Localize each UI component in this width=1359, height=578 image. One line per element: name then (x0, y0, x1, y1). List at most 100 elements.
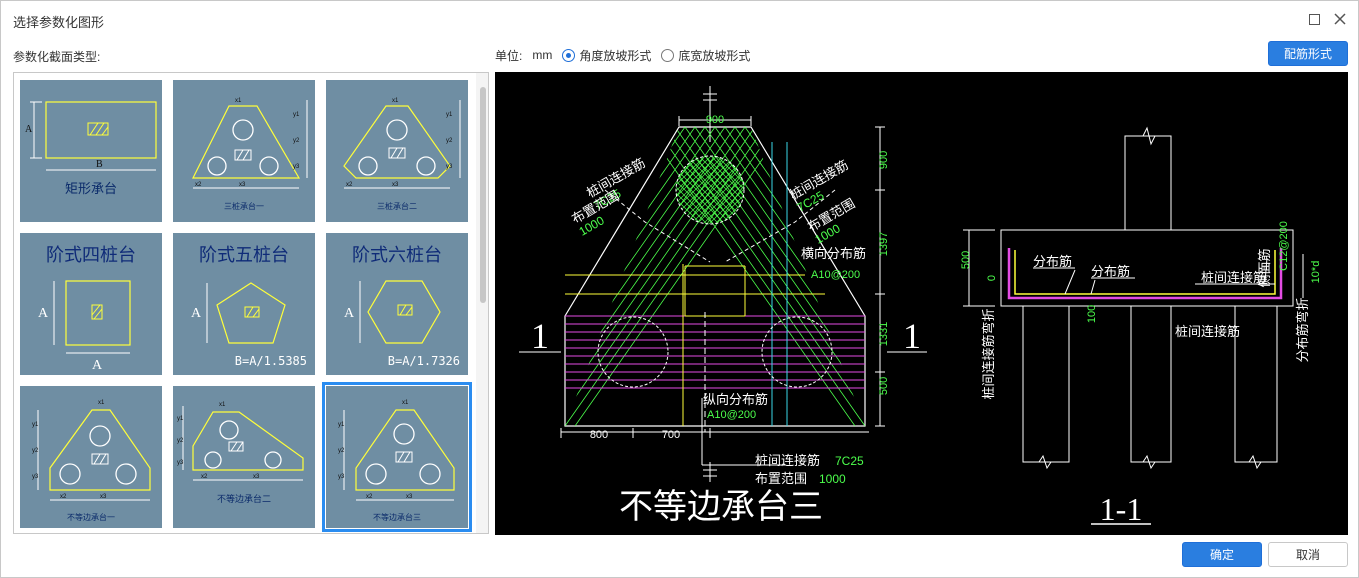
dim-label: y1 (338, 422, 345, 428)
dim-label: y1 (293, 112, 300, 118)
bottom-rebar-spec: 7C25 (835, 454, 864, 468)
unit-row: 单位: mm 角度放坡形式 底宽放坡形式 (495, 46, 750, 64)
section-title: 1-1 (1100, 491, 1143, 527)
trans-dist-spec: A10@200 (811, 269, 860, 281)
dim-label: x1 (235, 98, 242, 104)
dim-label: y3 (293, 164, 300, 170)
formula-label: B=A/1.7326 (388, 354, 460, 368)
radio-angle-slope-label: 角度放坡形式 (579, 48, 652, 63)
bottom-range-val: 1000 (819, 472, 846, 486)
dim-label: A (92, 358, 103, 373)
bottom-range-label: 布置范围 (755, 471, 807, 486)
section-h-total: 500 (960, 251, 972, 269)
section-pile-conn-label: 桩间连接筋 (1201, 270, 1266, 285)
section-dist2-label: 分布筋 (1091, 264, 1130, 279)
tile-caption: 阶式四桩台 (46, 245, 136, 265)
tile-stepped-four-pile[interactable]: 阶式四桩台 A A (20, 233, 162, 375)
dim-label: x3 (100, 494, 107, 500)
dim-h4: 500 (878, 377, 890, 395)
maximize-icon[interactable] (1306, 11, 1322, 27)
dim-label: x1 (392, 98, 399, 104)
dim-label: x1 (402, 400, 409, 406)
dim-label: y2 (338, 448, 345, 454)
dim-label: A (191, 306, 202, 321)
section-bend-label: 分布筋弯折 (1295, 297, 1310, 362)
unit-value: mm (532, 48, 553, 62)
dim-bw1: 800 (590, 429, 608, 441)
dim-label: x2 (195, 182, 202, 188)
dim-label: y1 (177, 416, 184, 422)
bottom-rebar-label: 桩间连接筋 (755, 453, 820, 468)
dim-label: y3 (177, 460, 184, 466)
tile-caption: 不等边承台三 (373, 512, 421, 522)
dim-label: y2 (32, 448, 39, 454)
tile-caption: 阶式六桩台 (352, 245, 442, 265)
section-side-label: 侧面筋 (1257, 248, 1272, 287)
dim-h2: 1397 (878, 232, 890, 256)
window-title: 选择参数化图形 (13, 15, 105, 30)
dim-label: y1 (446, 112, 453, 118)
radio-dot-icon (562, 48, 576, 62)
dim-label: A (344, 306, 355, 321)
dim-label: x3 (392, 182, 399, 188)
tile-unequal-cap-1[interactable]: x1 x2 x3 y1 y2 y3 不等边承台一 (20, 386, 162, 528)
gallery-scrollbar[interactable] (476, 73, 488, 533)
dim-b-label: B (96, 159, 103, 170)
dim-label: y2 (446, 138, 453, 144)
dim-label: x1 (219, 402, 226, 408)
trans-dist-label: 横向分布筋 (801, 246, 866, 261)
tile-caption: 不等边承台一 (67, 512, 115, 522)
dim-h3: 1331 (878, 322, 890, 346)
long-dist-label: 纵向分布筋 (703, 392, 768, 407)
dim-label: x2 (366, 494, 373, 500)
section-left-bend-label: 桩间连接筋弯折 (981, 308, 996, 399)
dim-label: x2 (201, 474, 208, 480)
radio-bottom-width-slope[interactable]: 底宽放坡形式 (661, 47, 750, 64)
dim-label: y3 (32, 474, 39, 480)
tile-caption: 三桩承台二 (377, 201, 417, 211)
preview-title: 不等边承台三 (619, 488, 823, 526)
dim-label: x2 (60, 494, 67, 500)
cut-label-left: 1 (531, 316, 549, 356)
tile-unequal-cap-2[interactable]: x1 x2 x3 y1 y2 y3 不等边承台二 (173, 386, 315, 528)
tile-caption: 阶式五桩台 (199, 245, 289, 265)
tile-stepped-five-pile[interactable]: 阶式五桩台 A B=A/1.5385 (173, 233, 315, 375)
unit-label: 单位: (495, 48, 523, 63)
dim-label: x3 (406, 494, 413, 500)
dim-top-width: 900 (706, 114, 724, 126)
tile-caption: 三桩承台一 (224, 201, 264, 211)
dim-label: A (38, 306, 49, 321)
section-pile-conn2-label: 桩间连接筋 (1175, 324, 1240, 339)
dim-label: x1 (98, 400, 105, 406)
tile-caption: 不等边承台二 (217, 493, 271, 504)
tile-stepped-six-pile[interactable]: 阶式六桩台 A B=A/1.7326 (326, 233, 468, 375)
section-dist1-label: 分布筋 (1033, 254, 1072, 269)
scroll-thumb[interactable] (480, 87, 486, 303)
radio-dot-icon (661, 48, 675, 62)
tile-rect-cap[interactable]: A B 矩形承台 (20, 80, 162, 222)
title-bar: 选择参数化图形 (1, 1, 1358, 37)
ok-button[interactable]: 确定 (1182, 542, 1262, 567)
dim-label: y1 (32, 422, 39, 428)
dim-bw2: 700 (662, 429, 680, 441)
tile-unequal-cap-3[interactable]: x1 x2 x3 y1 y2 y3 不等边承台三 (322, 382, 472, 532)
shape-gallery: A B 矩形承台 x1 x2 x3 y1 y2 y3 (13, 72, 489, 534)
section-len: 10*d (1310, 261, 1322, 284)
dim-a-label: A (25, 124, 33, 135)
long-dist-spec: A10@200 (707, 409, 756, 421)
dim-label: x2 (346, 182, 353, 188)
cad-preview: 900 900 1397 1331 500 800 700 1 1 (495, 72, 1348, 535)
dim-label: x3 (239, 182, 246, 188)
rebar-form-button[interactable]: 配筋形式 (1268, 41, 1348, 66)
radio-angle-slope[interactable]: 角度放坡形式 (562, 47, 651, 64)
close-icon[interactable] (1332, 11, 1348, 27)
tile-three-pile-1[interactable]: x1 x2 x3 y1 y2 y3 三桩承台一 (173, 80, 315, 222)
dim-label: y3 (446, 164, 453, 170)
dim-h1: 900 (878, 151, 890, 169)
dim-label: y3 (338, 474, 345, 480)
cancel-button[interactable]: 取消 (1268, 542, 1348, 567)
dim-label: y2 (177, 438, 184, 444)
dim-label: x3 (253, 474, 260, 480)
tile-three-pile-2[interactable]: x1 x2 x3 y1 y2 y3 三桩承台二 (326, 80, 468, 222)
